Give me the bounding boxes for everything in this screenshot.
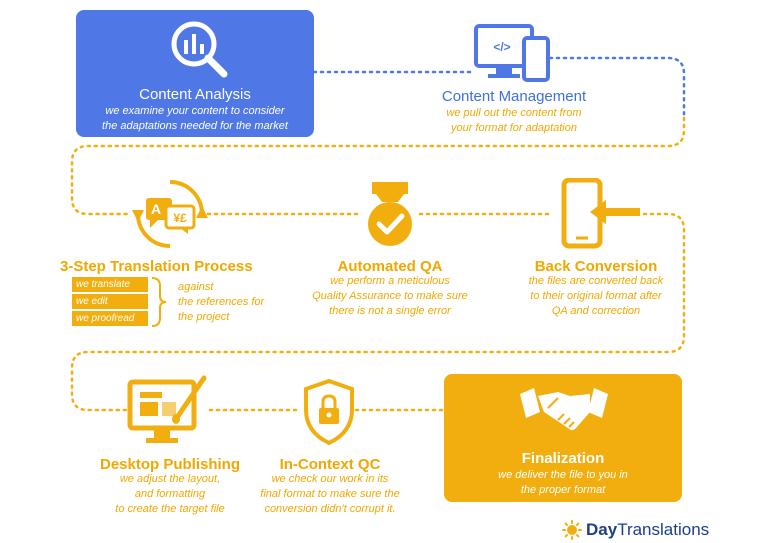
tag-translate: we translate <box>72 277 148 292</box>
qa-medal-icon <box>368 182 412 246</box>
handshake-icon <box>520 388 608 430</box>
automated-qa-desc-line1: we perform a meticulous <box>330 275 450 287</box>
in-context-qc-title: In-Context QC <box>279 456 381 473</box>
desktop-brush-icon <box>127 375 207 443</box>
automated-qa-desc-line3: there is not a single error <box>329 305 451 317</box>
sun-icon <box>562 520 582 540</box>
desktop-mobile-icon: </> <box>474 24 550 82</box>
in-context-qc-desc-line1: we check our work in its <box>271 473 389 485</box>
translation-cycle-icon: A ¥£ <box>132 180 208 248</box>
in-context-qc-desc-line3: conversion didn't corrupt it. <box>264 503 396 515</box>
brace-icon <box>151 277 167 327</box>
desktop-publishing-desc-line2: and formatting <box>134 488 206 500</box>
translation-note-line2: the references for <box>178 296 265 308</box>
content-analysis-title: Content Analysis <box>139 86 251 103</box>
shield-lock-icon <box>304 378 354 446</box>
phone-arrow-icon <box>561 178 640 249</box>
tag-proofread: we proofread <box>72 311 148 326</box>
content-management-desc-line1: we pull out the content from <box>446 107 582 119</box>
translation-title: 3-Step Translation Process <box>60 258 253 275</box>
code-glyph: </> <box>493 40 510 54</box>
automated-qa-title: Automated QA <box>337 258 443 275</box>
translation-note-line1: against <box>178 281 214 293</box>
letter-a-glyph: A <box>151 201 161 217</box>
daytranslations-logo: DayTranslations <box>562 518 742 540</box>
desktop-publishing-desc-line1: we adjust the layout, <box>119 473 221 485</box>
finalization-box: Finalization we deliver the file to you … <box>444 374 682 502</box>
logo-text-day: Day <box>586 520 618 539</box>
automated-qa-desc-line2: Quality Assurance to make sure <box>312 290 468 302</box>
desktop-publishing-title: Desktop Publishing <box>99 456 240 473</box>
finalization-title: Finalization <box>521 450 605 467</box>
content-analysis-desc-line1: we examine your content to consider <box>105 105 285 117</box>
finalization-desc-line1: we deliver the file to you in <box>498 469 628 481</box>
finalization-desc-line2: the proper format <box>520 484 606 496</box>
content-management-title: Content Management <box>441 88 587 105</box>
desktop-publishing-desc-line3: to create the target file <box>115 503 225 515</box>
currency-glyph: ¥£ <box>173 211 187 225</box>
logo-text-translations: Translations <box>617 520 710 539</box>
back-conversion-desc-line1: the files are converted back <box>528 275 664 287</box>
content-management-desc-line2: your format for adaptation <box>451 122 577 134</box>
in-context-qc-desc-line2: final format to make sure the <box>260 488 400 500</box>
tag-edit: we edit <box>72 294 148 309</box>
back-conversion-title: Back Conversion <box>534 258 658 275</box>
content-analysis-box: Content Analysis we examine your content… <box>76 10 314 137</box>
translation-note-line3: the project <box>178 311 230 323</box>
magnifier-chart-icon <box>171 21 228 78</box>
content-analysis-desc-line2: the adaptations needed for the market <box>102 120 288 132</box>
back-conversion-desc-line2: to their original format after <box>530 290 662 302</box>
back-conversion-desc-line3: QA and correction <box>551 305 641 317</box>
